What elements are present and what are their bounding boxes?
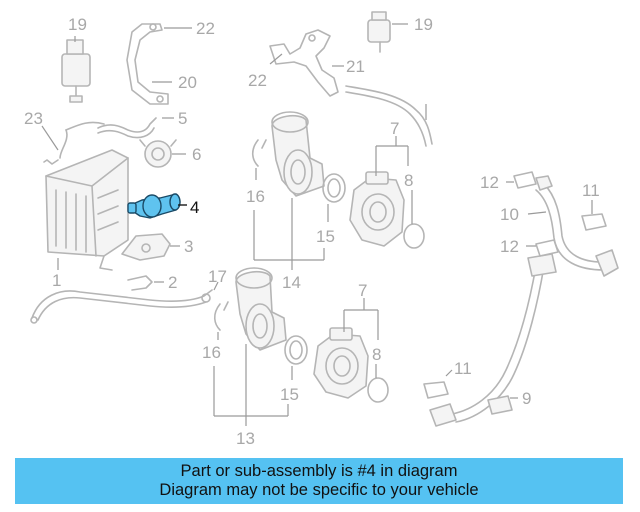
callout-19-right: 19 <box>414 15 433 34</box>
callout-17: 17 <box>208 267 227 286</box>
part-19-right <box>367 11 408 53</box>
part-5-hose <box>97 117 174 139</box>
callout-8-upper: 8 <box>404 171 413 190</box>
part-14-egr-upper <box>251 111 325 197</box>
callout-6: 6 <box>192 145 201 164</box>
part-11-gasket-lower <box>423 369 453 399</box>
callout-22-right: 22 <box>248 71 267 90</box>
callout-11-upper: 11 <box>582 181 600 200</box>
info-banner: Part or sub-assembly is #4 in diagram Di… <box>15 458 623 504</box>
part-17-pipe <box>30 281 219 324</box>
part-15-gasket-lower <box>284 335 308 365</box>
part-6-valve <box>139 139 186 168</box>
callout-3: 3 <box>184 237 193 256</box>
callout-1: 1 <box>52 271 61 290</box>
callout-7-lower: 7 <box>358 281 367 300</box>
callout-11-lower: 11 <box>454 359 472 378</box>
part-7-egr-valve-upper <box>349 171 405 247</box>
callout-8-lower: 8 <box>372 345 381 364</box>
banner-line-disclaimer: Diagram may not be specific to your vehi… <box>159 481 479 499</box>
callout-23: 23 <box>24 109 43 128</box>
part-15-gasket-upper <box>322 173 346 203</box>
part-9-pipe <box>429 253 557 427</box>
part-3-bracket <box>121 233 180 261</box>
callout-5: 5 <box>178 109 187 128</box>
callout-7-upper: 7 <box>390 119 399 138</box>
leaders-egr-upper <box>253 168 329 270</box>
callout-13: 13 <box>236 429 255 448</box>
callout-19-left: 19 <box>68 15 87 34</box>
part-18-pipe <box>345 85 433 147</box>
callout-9: 9 <box>522 389 531 408</box>
leaders-egr-right-upper <box>375 136 413 224</box>
callout-10: 10 <box>500 205 519 224</box>
callout-2: 2 <box>168 273 177 292</box>
part-20-bracket <box>126 23 192 105</box>
callout-4: 4 <box>190 198 199 217</box>
part-8-gasket-lower <box>367 377 389 403</box>
callout-16-upper: 16 <box>246 187 265 206</box>
callout-15-lower: 15 <box>280 385 299 404</box>
part-1-canister <box>45 149 129 271</box>
callout-12-lower: 12 <box>500 237 519 256</box>
callout-22-left: 22 <box>196 19 215 38</box>
banner-line-part: Part or sub-assembly is #4 in diagram <box>180 462 458 480</box>
callout-12-upper: 12 <box>480 173 499 192</box>
callout-21: 21 <box>346 57 365 76</box>
leaders-egr-lower <box>213 332 293 426</box>
part-23-sensor <box>41 121 105 165</box>
part-8-gasket-upper <box>403 223 425 249</box>
part-13-egr-lower <box>213 267 287 351</box>
part-12-gasket-lower <box>526 239 559 257</box>
part-4-highlighted <box>127 193 187 219</box>
part-21-bracket <box>269 29 344 97</box>
callout-15-upper: 15 <box>316 227 335 246</box>
part-10-pipe <box>527 175 619 277</box>
part-19-left <box>61 36 91 103</box>
callout-20: 20 <box>178 73 197 92</box>
leaders-egr-right-lower <box>343 298 379 378</box>
callout-14: 14 <box>282 273 301 292</box>
part-11-gasket-upper <box>581 200 607 231</box>
part-12-gasket-upper <box>506 171 537 189</box>
part-7-egr-valve-lower <box>313 327 369 399</box>
callout-16-lower: 16 <box>202 343 221 362</box>
part-2-fitting <box>127 275 164 291</box>
